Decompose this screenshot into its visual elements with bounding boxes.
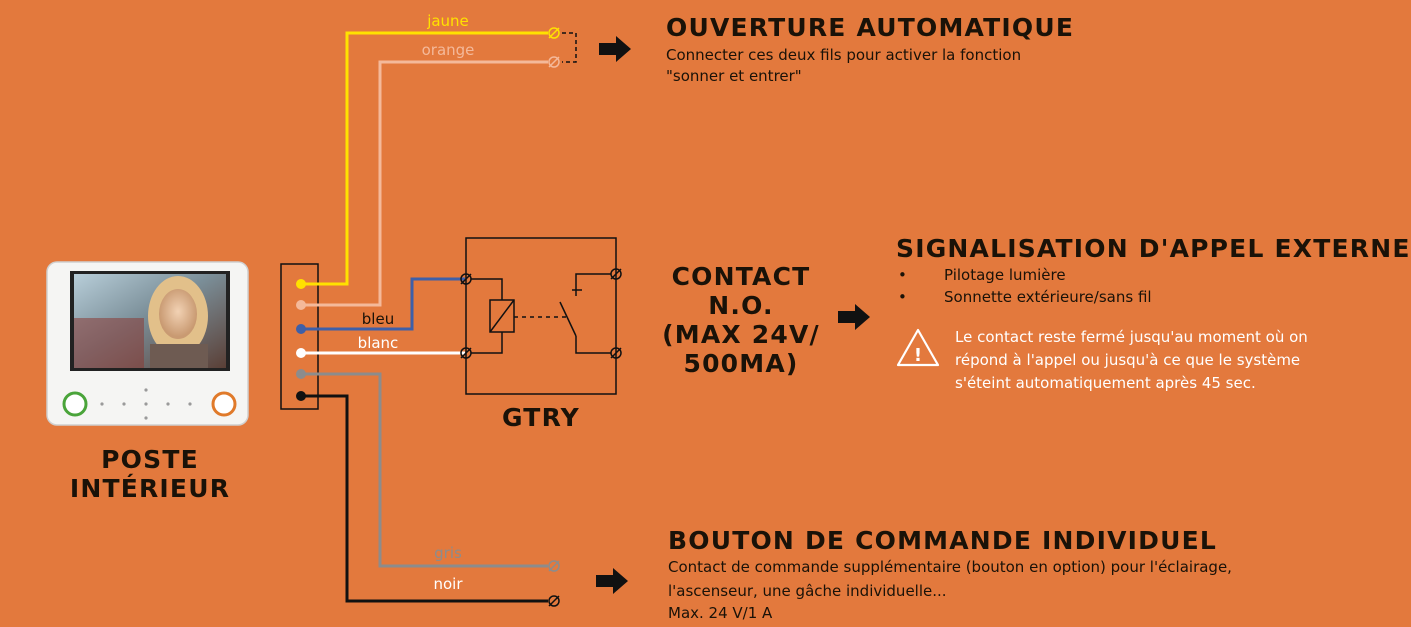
- arrow-right-icon: [599, 36, 631, 62]
- contact-label: CONTACT N.O. (MAX 24V/ 500MA): [656, 262, 826, 378]
- note-line-2: répond à l'appel ou jusqu'à ce que le sy…: [955, 351, 1301, 369]
- device-label-line-1: POSTE: [101, 445, 199, 474]
- bullet-item: Sonnette extérieure/sans fil: [898, 286, 1152, 308]
- wire-orange: [301, 60, 548, 307]
- svg-text:!: !: [914, 345, 922, 366]
- contact-line-2: N.O.: [708, 291, 774, 320]
- device-label-line-2: INTÉRIEUR: [69, 474, 231, 503]
- phone-icon: [211, 391, 237, 417]
- door-open-icon: [62, 391, 88, 417]
- signalisation-bullets: Pilotage lumière Sonnette extérieure/san…: [898, 264, 1152, 308]
- wire-label-jaune: jaune: [426, 12, 469, 30]
- wire-label-noir: noir: [433, 575, 463, 593]
- bouton-line-3: Max. 24 V/1 A: [668, 604, 773, 622]
- wire-jaune: [301, 31, 548, 286]
- bullet-item: Pilotage lumière: [898, 264, 1152, 286]
- wire-label-bleu: bleu: [362, 310, 394, 328]
- contact-line-1: CONTACT: [671, 262, 811, 291]
- wire-label-gris: gris: [434, 544, 462, 562]
- contact-line-3: (MAX 24V/: [662, 320, 820, 349]
- bouton-line-1: Contact de commande supplémentaire (bout…: [668, 558, 1232, 576]
- note-line-3: s'éteint automatiquement après 45 sec.: [955, 374, 1256, 392]
- bouton-title: BOUTON DE COMMANDE INDIVIDUEL: [668, 526, 1218, 555]
- optional-bridge: [562, 32, 577, 63]
- gtry-relay: [460, 237, 622, 395]
- warning-icon: !: [896, 328, 940, 367]
- ouverture-line-1: Connecter ces deux fils pour activer la …: [666, 46, 1022, 64]
- note-line-1: Le contact reste fermé jusqu'au moment o…: [955, 328, 1308, 346]
- relay-label: GTRY: [502, 403, 580, 432]
- ouverture-title: OUVERTURE AUTOMATIQUE: [666, 13, 1075, 42]
- wire-noir: [301, 394, 548, 603]
- terminal-block: [280, 263, 319, 410]
- bouton-line-2: l'ascenseur, une gâche individuelle...: [668, 582, 947, 600]
- indoor-station-device: [46, 261, 249, 426]
- wire-bleu: [301, 277, 465, 331]
- arrow-right-icon: [596, 568, 628, 594]
- ouverture-line-2: "sonner et entrer": [666, 67, 802, 85]
- contact-line-4: 500MA): [683, 349, 799, 378]
- wire-label-orange: orange: [422, 41, 475, 59]
- device-label: POSTE INTÉRIEUR: [52, 445, 248, 503]
- wire-label-blanc: blanc: [358, 334, 399, 352]
- wire-gris: [301, 372, 548, 568]
- signalisation-title: SIGNALISATION D'APPEL EXTERNE: [896, 234, 1411, 263]
- arrow-right-icon: [838, 304, 870, 330]
